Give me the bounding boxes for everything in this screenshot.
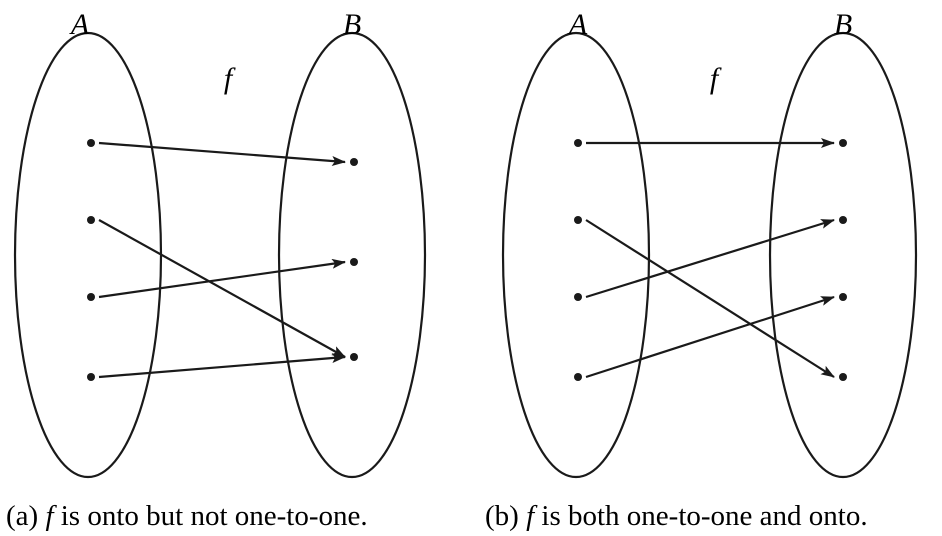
diagram-b: A B f (b) f is both one-to-one and onto. [485, 8, 918, 532]
diagram-a: A B f (a) f is onto but not one-to-one. [6, 8, 427, 532]
mapping-arrow [98, 141, 346, 166]
set-b-ellipse [768, 31, 918, 479]
codomain-point [839, 293, 847, 301]
codomain-point [350, 258, 358, 266]
codomain-point [350, 158, 358, 166]
caption-b: (b) f is both one-to-one and onto. [485, 500, 868, 532]
set-a-label: A [567, 8, 588, 41]
mapping-marks-a [87, 139, 358, 381]
codomain-point [839, 216, 847, 224]
domain-point [87, 139, 95, 147]
function-label: f [224, 62, 236, 95]
set-b-label: B [343, 8, 361, 41]
domain-point [87, 373, 95, 381]
set-a-ellipse [13, 31, 163, 479]
mapping-arrow [98, 353, 346, 379]
codomain-point [350, 353, 358, 361]
domain-point [574, 216, 582, 224]
caption-a-prefix: (a) [6, 500, 45, 532]
set-a-ellipse [501, 31, 651, 479]
function-label: f [710, 62, 722, 95]
mapping-arrow [98, 258, 346, 299]
domain-point [574, 373, 582, 381]
set-b-label: B [834, 8, 852, 41]
set-b-ellipse [277, 31, 427, 479]
domain-point [574, 139, 582, 147]
caption-b-text: is both one-to-one and onto. [534, 500, 867, 532]
caption-a-text: is onto but not one-to-one. [54, 500, 368, 532]
codomain-point [839, 373, 847, 381]
mapping-arrow [585, 219, 835, 378]
mapping-arrow [98, 219, 346, 358]
set-a-label: A [69, 8, 90, 41]
mapping-arrow [585, 295, 835, 379]
domain-point [574, 293, 582, 301]
caption-a: (a) f is onto but not one-to-one. [6, 500, 368, 532]
caption-b-prefix: (b) [485, 500, 526, 532]
mapping-marks-b [574, 138, 847, 381]
domain-point [87, 293, 95, 301]
domain-point [87, 216, 95, 224]
codomain-point [839, 139, 847, 147]
mapping-arrow [585, 218, 835, 299]
